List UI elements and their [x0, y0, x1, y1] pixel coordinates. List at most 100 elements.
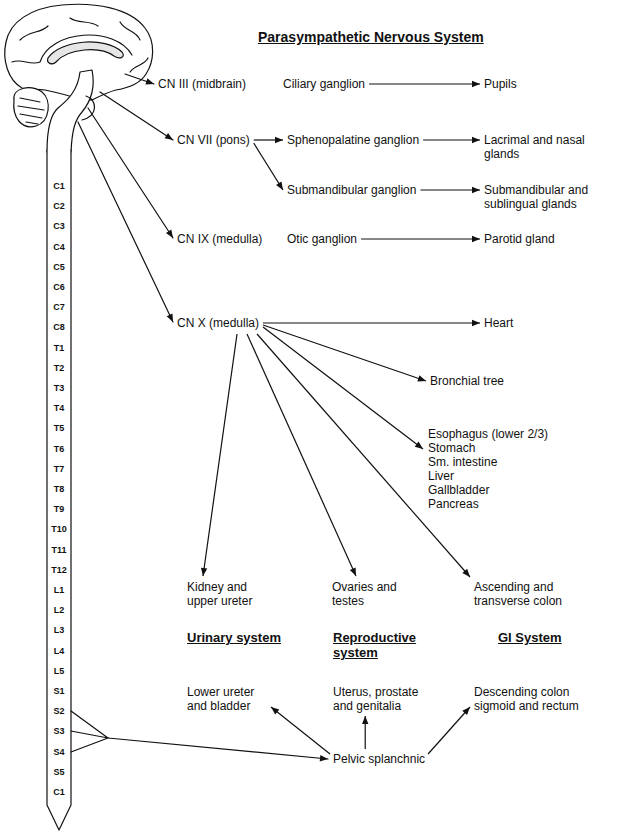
spinal-level: L3 — [47, 625, 71, 635]
ganglion-label: Sphenopalatine ganglion — [287, 133, 419, 147]
node-text: Liver — [428, 469, 548, 483]
target-label: Kidney and upper ureter — [187, 580, 267, 608]
node-text: Lower ureter and bladder — [187, 685, 267, 713]
node-text: CN IX (medulla) — [177, 232, 262, 246]
nerve-connector — [203, 334, 237, 576]
target-label: Submandibular and sublingual glands — [484, 183, 604, 211]
target-label: Bronchial tree — [430, 374, 504, 388]
node-text: CN III (midbrain) — [158, 77, 246, 91]
nerve-label: CN VII (pons) — [177, 133, 250, 147]
spinal-level: S1 — [47, 686, 71, 696]
spinal-level: S5 — [47, 767, 71, 777]
target-label: Pupils — [484, 77, 517, 91]
nerve-label: CN III (midbrain) — [158, 77, 246, 91]
spinal-level: L5 — [47, 666, 71, 676]
spinal-level: C3 — [47, 221, 71, 231]
sacral-roots — [71, 711, 108, 752]
spinal-level: L4 — [47, 646, 71, 656]
nerve-connector — [263, 325, 426, 381]
target-label: Lacrimal and nasal glands — [484, 133, 604, 161]
node-text: Pelvic splanchnic — [333, 752, 425, 766]
nerve-connector — [263, 327, 423, 449]
target-label: Lower ureter and bladder — [187, 685, 267, 713]
nerve-connector — [263, 322, 480, 323]
nerve-connector — [271, 707, 330, 754]
node-text: Esophagus (lower 2/3) — [428, 427, 548, 441]
node-text: Submandibular and sublingual glands — [484, 183, 604, 211]
spinal-level: T4 — [47, 403, 71, 413]
spinal-level: T8 — [47, 484, 71, 494]
nerve-connector — [420, 189, 480, 190]
spinal-level: S2 — [47, 706, 71, 716]
spinal-level: C6 — [47, 282, 71, 292]
spinal-level: T12 — [47, 565, 71, 575]
pelvic-nerve-arrow — [108, 738, 328, 759]
node-text: CN X (medulla) — [177, 316, 259, 330]
node-text: CN VII (pons) — [177, 133, 250, 147]
cerebellum — [14, 88, 49, 127]
nerve-connector — [361, 238, 480, 239]
node-text: Ascending and transverse colon — [474, 580, 594, 608]
spinal-level: T6 — [47, 444, 71, 454]
nerve-connector — [369, 83, 480, 84]
nerve-connector — [254, 143, 283, 190]
spinal-level: T10 — [47, 524, 71, 534]
target-label: Heart — [484, 316, 513, 330]
spinal-level: S4 — [47, 747, 71, 757]
system-heading: Reproductive system — [333, 630, 433, 660]
spinal-level: T2 — [47, 363, 71, 373]
node-text: Ciliary ganglion — [283, 77, 365, 91]
node-text: Sm. intestine — [428, 455, 548, 469]
spinal-level: C2 — [47, 201, 71, 211]
spinal-level: C5 — [47, 262, 71, 272]
ganglion-label: Submandibular ganglion — [287, 183, 416, 197]
target-label: Ovaries and testes — [332, 580, 412, 608]
spinal-cord — [47, 150, 71, 830]
cerebellum-folia — [18, 98, 44, 124]
spinal-level: C1 — [47, 181, 71, 191]
corpus-callosum — [48, 42, 124, 64]
spinal-level: T9 — [47, 504, 71, 514]
target-label: Uterus, prostate and genitalia — [333, 685, 433, 713]
nerve-label: CN X (medulla) — [177, 316, 259, 330]
spinal-level: C4 — [47, 242, 71, 252]
node-text: Lacrimal and nasal glands — [484, 133, 604, 161]
system-heading: Urinary system — [187, 630, 281, 645]
node-text: Gallbladder — [428, 483, 548, 497]
cranial-nerve-arrow — [88, 108, 173, 238]
nerve-label: CN IX (medulla) — [177, 232, 262, 246]
node-text: Parotid gland — [484, 232, 555, 246]
organ-list: Esophagus (lower 2/3)StomachSm. intestin… — [428, 427, 548, 511]
node-text: Ovaries and testes — [332, 580, 412, 608]
spinal-level: T11 — [47, 545, 71, 555]
target-label: Descending colon sigmoid and rectum — [474, 685, 594, 713]
spinal-level: C7 — [47, 302, 71, 312]
node-text: Pancreas — [428, 497, 548, 511]
node-text: Heart — [484, 316, 513, 330]
node-text: Bronchial tree — [430, 374, 504, 388]
spinal-level: T7 — [47, 464, 71, 474]
nerve-connector — [365, 716, 366, 749]
nerve-connector — [423, 139, 480, 140]
node-text: Kidney and upper ureter — [187, 580, 267, 608]
spinal-level: T1 — [47, 343, 71, 353]
node-text: Sphenopalatine ganglion — [287, 133, 419, 147]
node-text: Descending colon sigmoid and rectum — [474, 685, 594, 713]
nerve-connector — [254, 139, 283, 140]
spinal-level: C8 — [47, 322, 71, 332]
nerve-connector — [428, 707, 470, 754]
spinal-level: L2 — [47, 605, 71, 615]
node-text: Otic ganglion — [287, 232, 357, 246]
target-label: Parotid gland — [484, 232, 555, 246]
node-text: Stomach — [428, 441, 548, 455]
spinal-level: T3 — [47, 383, 71, 393]
ganglion-label: Otic ganglion — [287, 232, 357, 246]
spinal-level: L1 — [47, 585, 71, 595]
node-text: Pupils — [484, 77, 517, 91]
nerve-connector — [247, 334, 356, 576]
ganglion-label: Ciliary ganglion — [283, 77, 365, 91]
spinal-level: S3 — [47, 726, 71, 736]
target-label: Ascending and transverse colon — [474, 580, 594, 608]
spinal-level: T5 — [47, 423, 71, 433]
cranial-nerve-arrow — [100, 92, 173, 140]
